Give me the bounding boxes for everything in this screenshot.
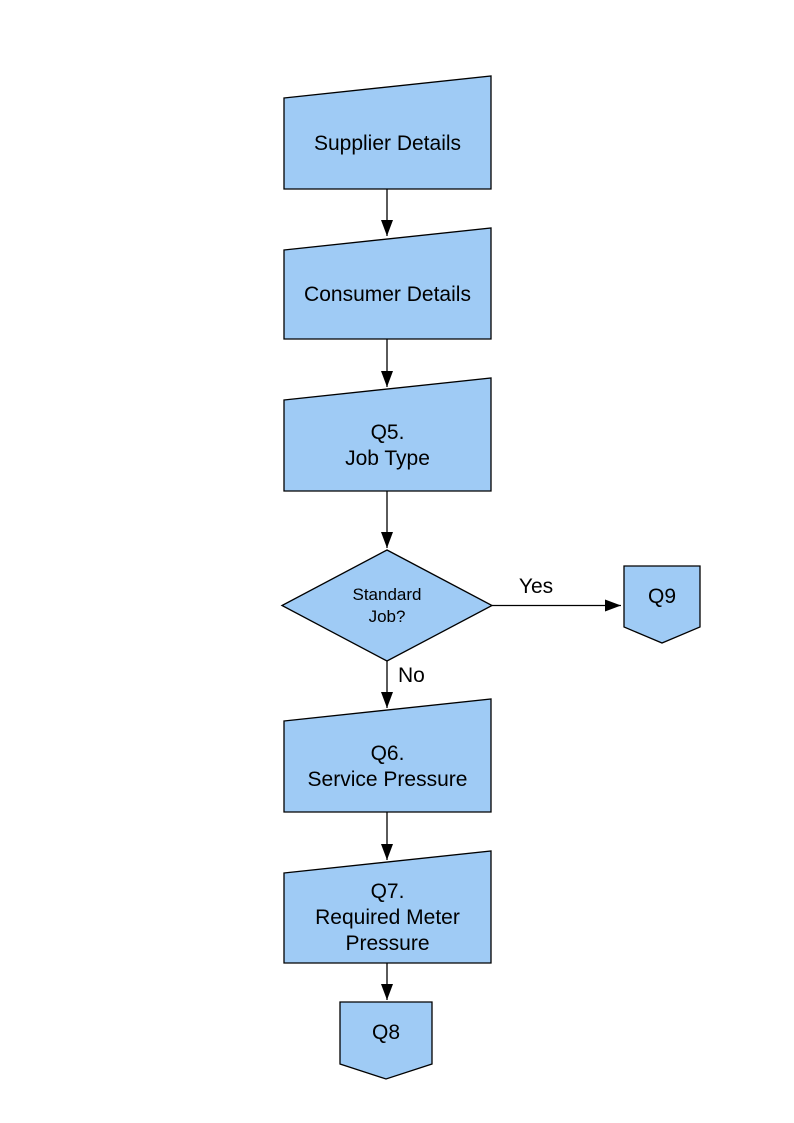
q6-service-pressure-shape [283,698,492,813]
consumer-details-shape [283,227,492,340]
supplier-details-shape [283,75,492,190]
q5-job-type-shape [283,377,492,492]
no-branch-label: No [398,664,425,687]
q9-offpage-connector-shape [623,565,701,644]
q8-offpage-connector-shape [339,1001,433,1080]
q6-service-pressure-label: Q6. Service Pressure [307,741,468,791]
standard-job-decision-diamond [280,549,494,662]
q5-job-type-label: Q5. Job Type [345,420,430,470]
yes-branch-label: Yes [518,575,554,598]
supplier-details-label: Supplier Details [313,131,462,155]
q7-required-meter-pressure-label: Q7. Required Meter Pressure [315,880,460,955]
q9-connector-label: Q9 [647,584,676,608]
consumer-details-label: Consumer Details [304,282,471,306]
q7-required-meter-pressure-shape [283,850,492,964]
q8-connector-label: Q8 [371,1021,400,1044]
standard-job-decision-label: Standard Job? [352,584,422,626]
